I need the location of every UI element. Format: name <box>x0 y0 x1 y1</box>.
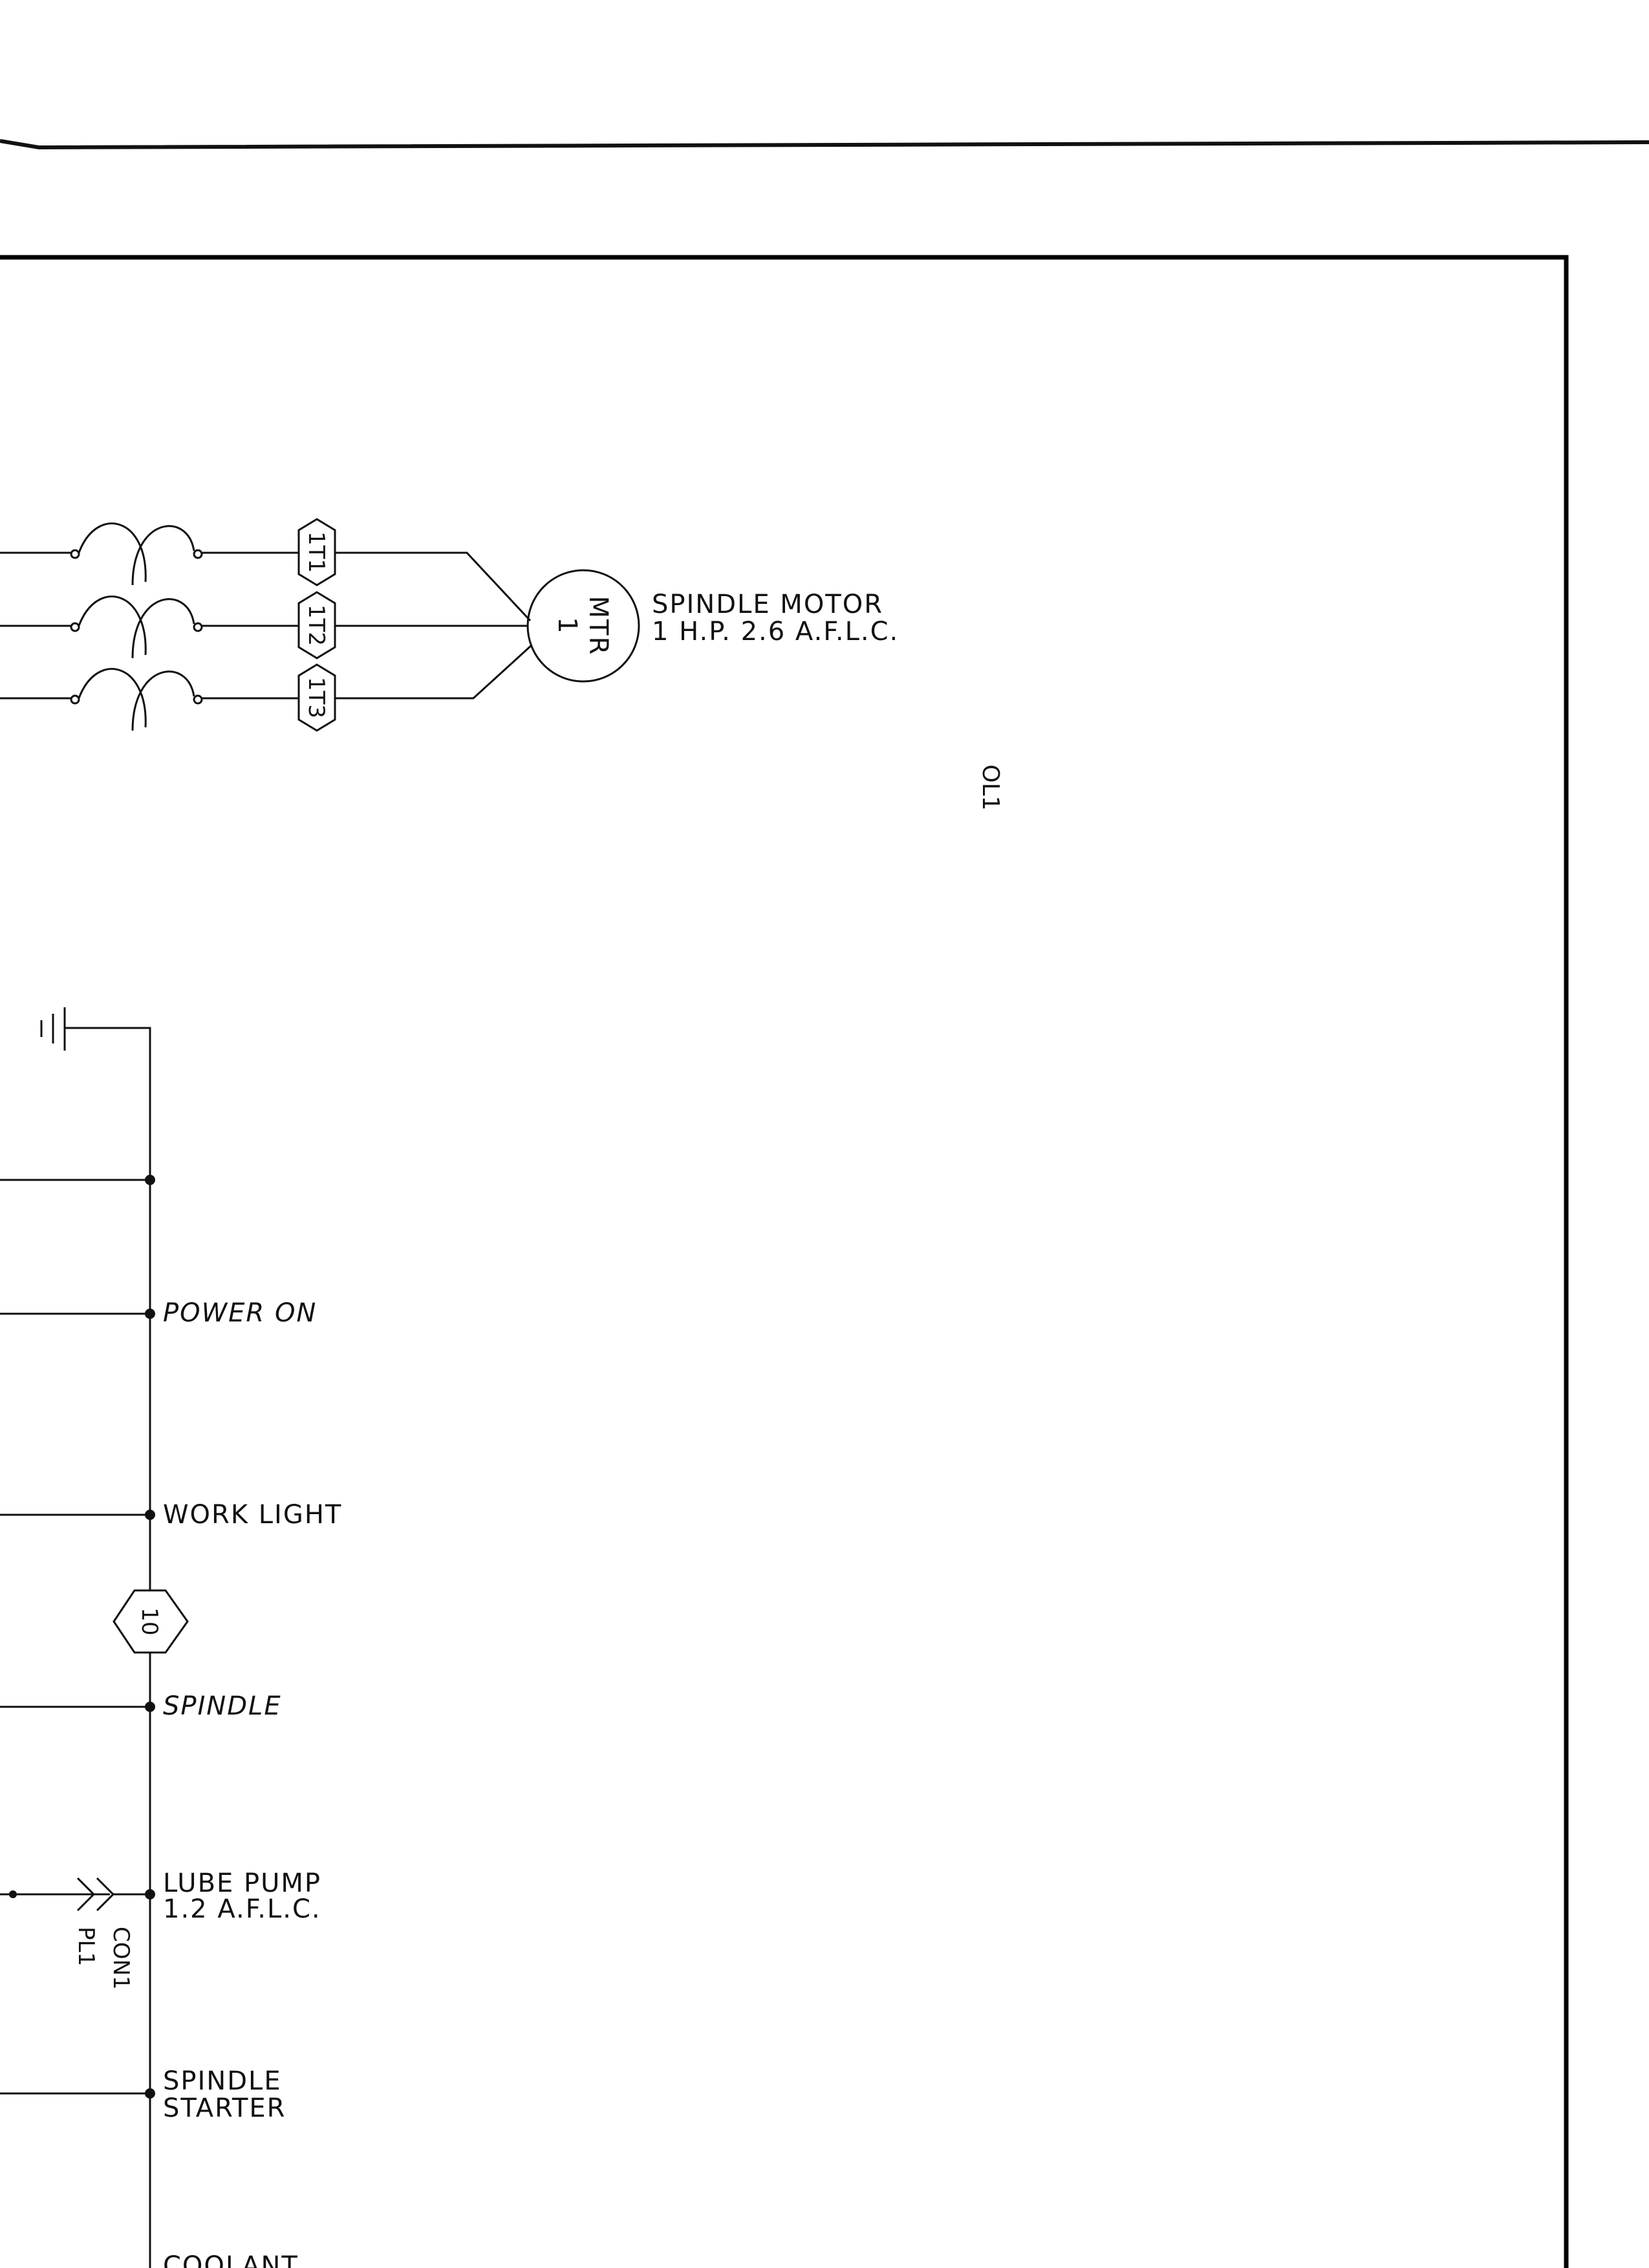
label-lube-pump: LUBE PUMP <box>163 1868 321 1898</box>
label-con: CON1 <box>108 1927 134 1990</box>
label-power-on: POWER ON <box>163 1298 317 1328</box>
terminal-1t2: 1T2 <box>297 591 336 659</box>
svg-text:10: 10 <box>136 1607 162 1635</box>
spindle-motor-rating: 1 H.P. 2.6 A.F.L.C. <box>652 617 899 647</box>
spindle-motor-title: SPINDLE MOTOR <box>652 590 883 619</box>
motor-circuit: 1T1 1T2 1T3 MTR 1 SPINDLE MOTOR 1 H.P. 2… <box>0 518 1004 811</box>
overload-heater-3 <box>70 668 203 731</box>
top-border-line <box>0 139 1649 150</box>
overload-tag: OL1 <box>977 764 1004 810</box>
terminal-1t3: 1T3 <box>297 663 336 732</box>
svg-text:1: 1 <box>552 617 582 634</box>
connector-plug-icon <box>65 1877 150 1912</box>
drawing-frame <box>0 255 1569 2268</box>
terminal-10: 10 <box>113 1589 189 1654</box>
label-spindle-starter-2: STARTER <box>163 2093 286 2123</box>
overload-heater-2 <box>70 595 203 659</box>
overload-heater-1 <box>70 522 203 586</box>
label-plug: PL1 <box>73 1927 99 1966</box>
svg-text:1T2: 1T2 <box>303 604 329 646</box>
label-lube-pump-rating: 1.2 A.F.L.C. <box>163 1894 321 1924</box>
label-spindle-starter-1: SPINDLE <box>163 2066 282 2096</box>
svg-text:1T1: 1T1 <box>303 531 329 573</box>
spindle-motor-symbol: MTR 1 <box>526 569 640 683</box>
control-ladder: POWER ON WORK LIGHT 10 SPINDLE PL1 CON1 … <box>0 1007 342 2268</box>
svg-text:MTR: MTR <box>583 596 613 656</box>
label-coolant: COOLANT <box>163 2251 299 2268</box>
label-work-light: WORK LIGHT <box>163 1500 342 1530</box>
terminal-1t1: 1T1 <box>297 518 336 586</box>
svg-text:1T3: 1T3 <box>303 677 329 718</box>
label-spindle: SPINDLE <box>163 1691 282 1721</box>
